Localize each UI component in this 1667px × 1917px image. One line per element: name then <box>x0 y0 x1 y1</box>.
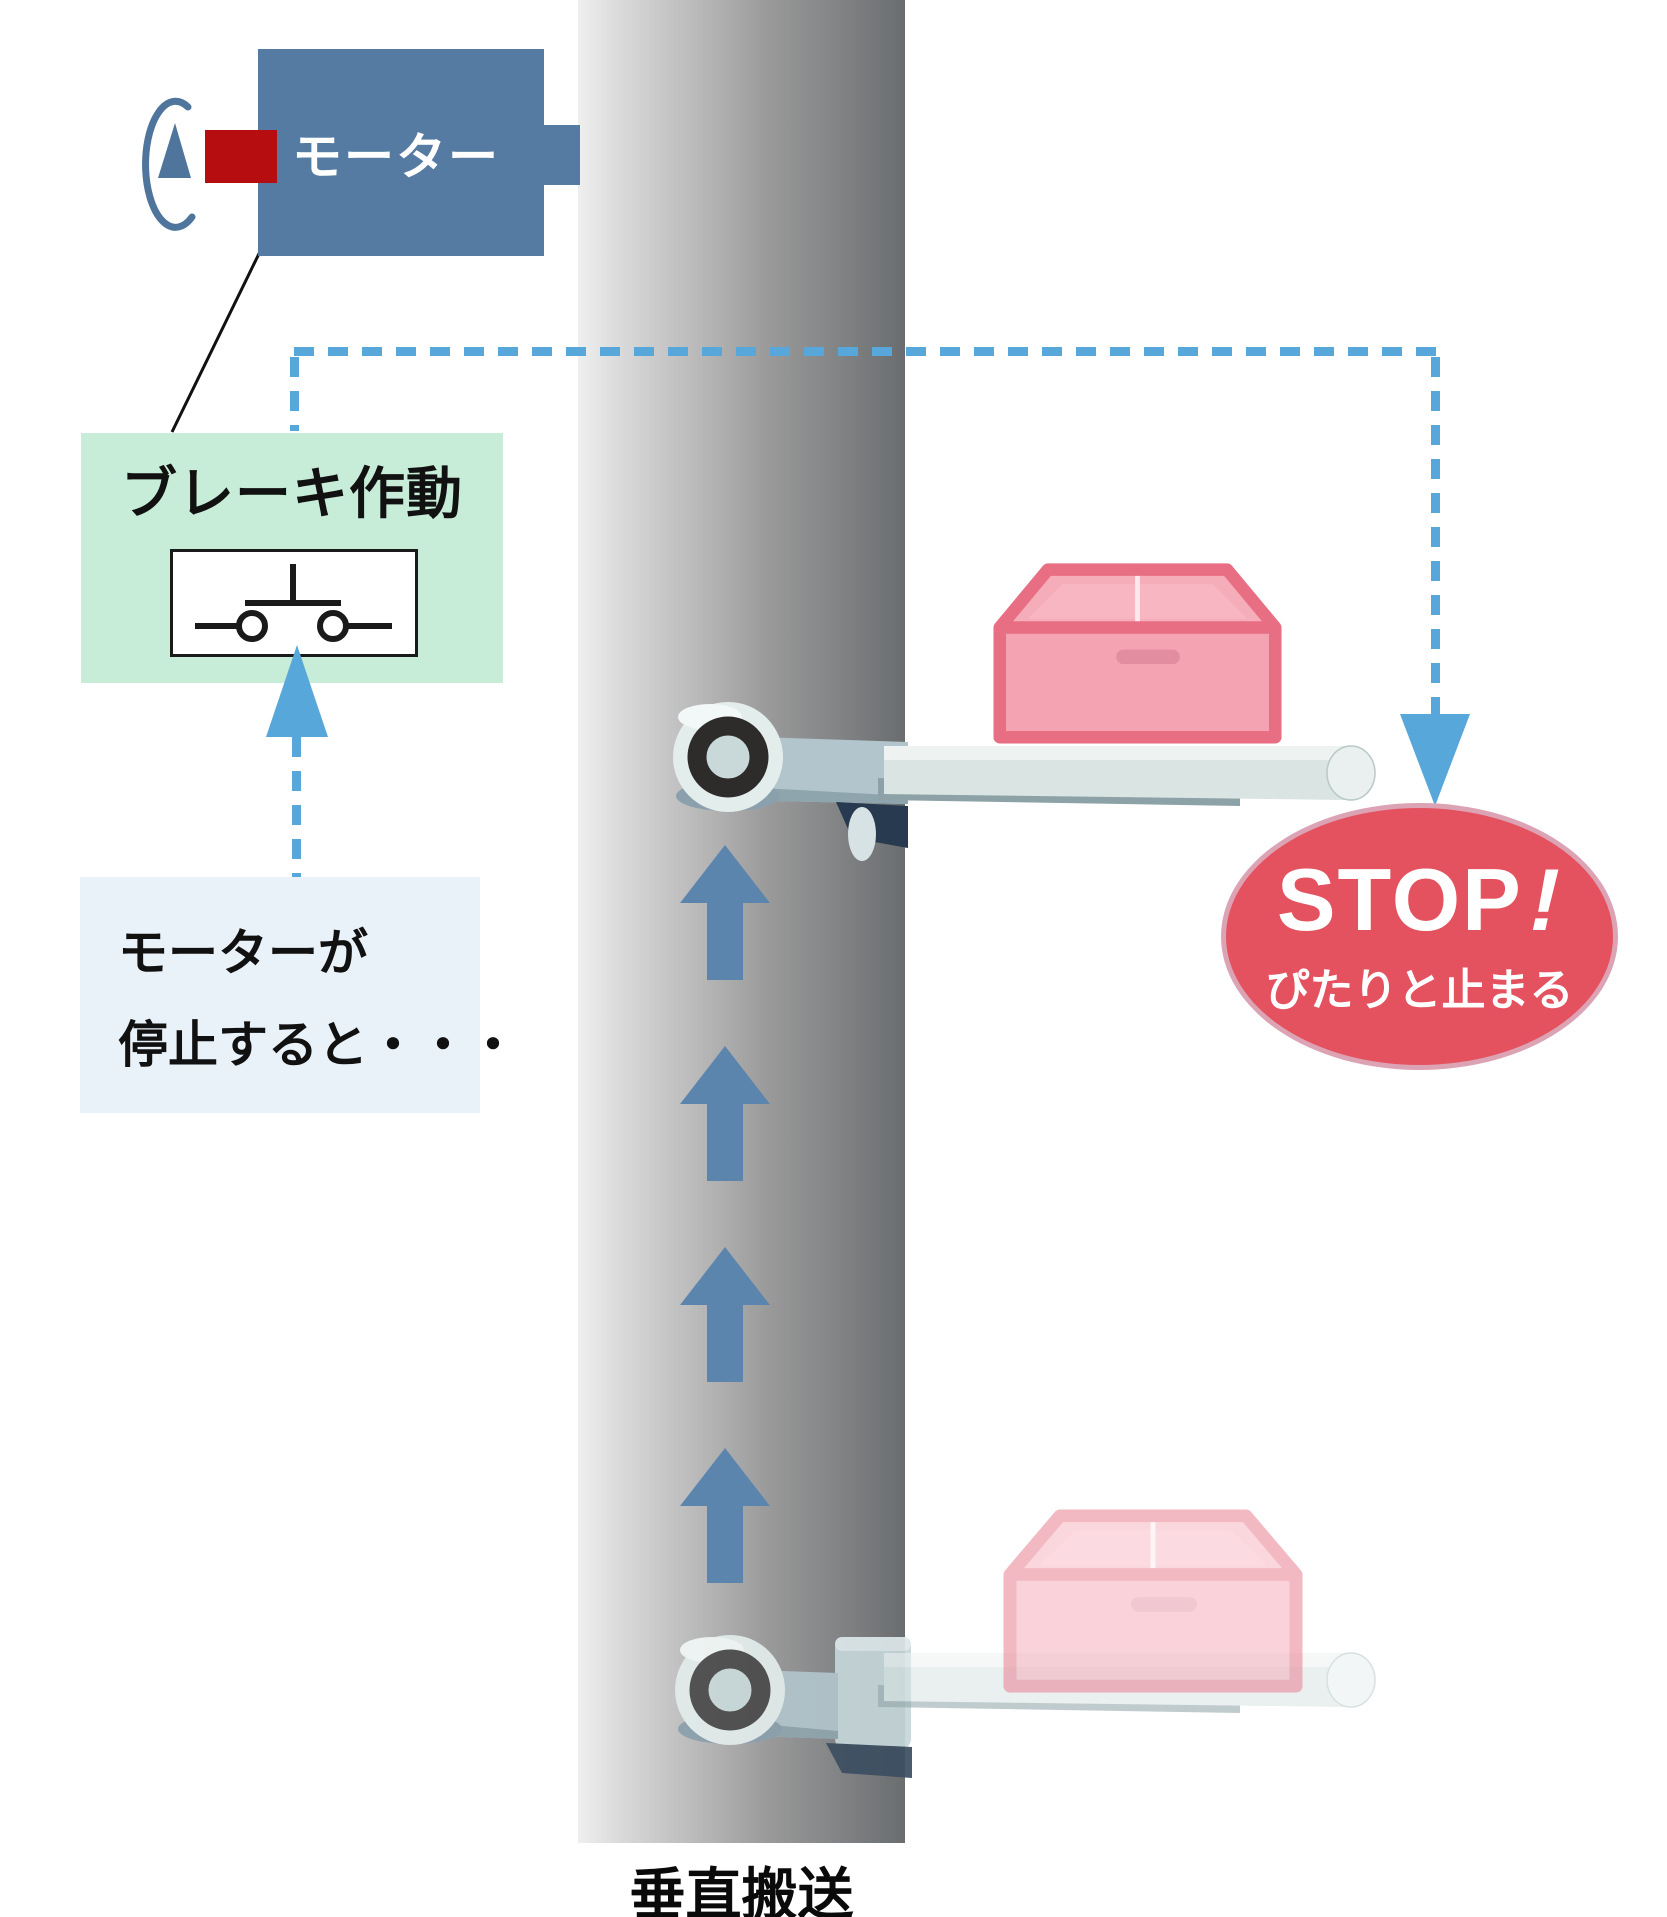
stop-title: STOP! <box>1276 849 1573 949</box>
diagram-caption: 垂直搬送 <box>629 1863 854 1917</box>
arm-bracket <box>826 1743 912 1778</box>
carrier-arm-upper <box>673 702 908 861</box>
signal-up-arrow-icon <box>266 645 328 737</box>
condition-line2: 停止すると・・・ <box>118 1017 518 1073</box>
shelf-lower <box>878 1652 1376 1713</box>
load-box-upper <box>993 563 1282 744</box>
dashed-route-right-segment <box>1431 357 1440 715</box>
stop-badge: STOP! ぴたりと止まる <box>1221 803 1618 1070</box>
box-slot <box>1116 649 1180 665</box>
carrier-arm-lower <box>675 1635 912 1778</box>
condition-box: モーターが 停止すると・・・ <box>80 877 518 1113</box>
box-slot <box>1131 1597 1197 1612</box>
brake-block <box>205 130 277 183</box>
load-box-lower <box>1003 1509 1303 1693</box>
switch-box <box>170 549 418 657</box>
shelf-upper <box>878 745 1376 806</box>
dashed-route-horizontal <box>294 347 1436 356</box>
condition-line1: モーターが <box>118 925 368 981</box>
conveyor-up-arrow-icon <box>680 1448 770 1583</box>
dashed-route-left-segment <box>290 357 299 431</box>
motor-shaft-tab <box>544 125 580 185</box>
conveyor-up-arrow-icon <box>680 1247 770 1382</box>
rotation-arrow-icon <box>142 97 196 231</box>
motor-box: モーター <box>258 49 544 256</box>
stop-subtitle: ぴたりと止まる <box>1265 965 1574 1015</box>
brake-panel-title: ブレーキ作動 <box>121 462 463 525</box>
conveyor-up-arrow-icon <box>680 1046 770 1181</box>
switch-symbol-icon <box>195 564 392 642</box>
signal-up-arrow-dashes <box>292 737 301 877</box>
motor-label: モーター <box>292 128 500 185</box>
down-arrow-icon <box>1400 714 1470 806</box>
conveyor-up-arrow-icon <box>680 845 770 980</box>
